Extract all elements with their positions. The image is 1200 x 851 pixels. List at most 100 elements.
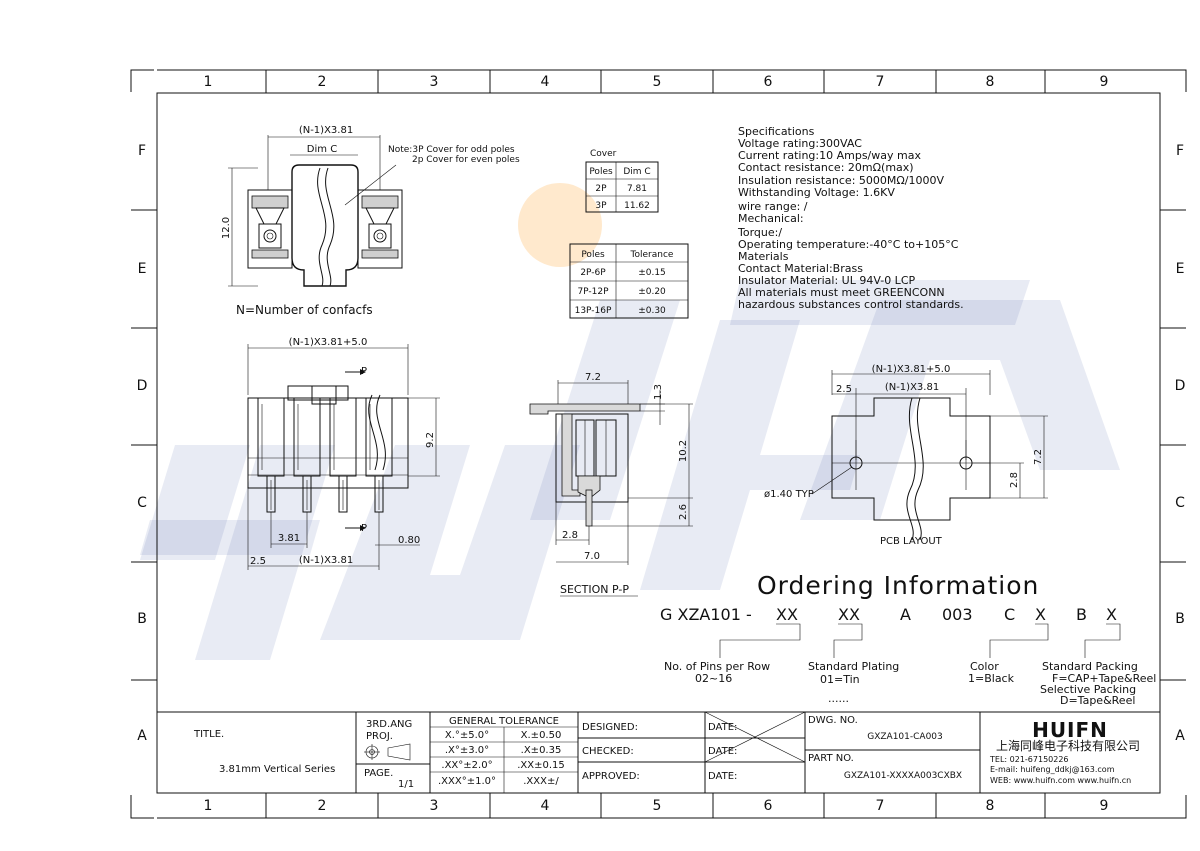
spec-line: Withstanding Voltage: 1.6KV <box>738 186 895 199</box>
order-code-b: B <box>1076 605 1087 624</box>
watermark-dot <box>518 183 602 267</box>
dim-width-top-label: 7.2 <box>585 372 601 383</box>
dim-pin-label: 2.6 <box>678 504 689 520</box>
spec-line: Materials <box>738 250 789 263</box>
col-label: 2 <box>318 798 327 814</box>
dim-offset-label: 2.8 <box>562 530 578 541</box>
col-label: 8 <box>986 798 995 814</box>
front-view: (N-1)X3.81+5.0 P P <box>247 337 440 570</box>
general-tolerance-header: GENERAL TOLERANCE <box>449 716 559 727</box>
col-label: 3 <box>430 74 439 90</box>
col-label: 4 <box>541 74 550 90</box>
col-label: 6 <box>764 798 773 814</box>
projection-symbol-icon <box>364 743 411 761</box>
spec-line: Contact Material:Brass <box>738 262 863 275</box>
section-view: 7.2 1.3 10.2 2.6 2.8 7.0 SECTION P-P <box>529 372 693 597</box>
ordering-title: Ordering Information <box>757 571 1039 600</box>
dim-width-bottom-label: 7.0 <box>584 551 600 562</box>
cover-note-line2: 2p Cover for even poles <box>412 155 520 165</box>
tol-cell: 13P-16P <box>575 306 612 316</box>
spec-line: Specifications <box>738 125 815 138</box>
row-label: A <box>1175 728 1185 744</box>
company-email: E-mail: huifeng_ddkj@163.com <box>990 765 1115 774</box>
tolerance-table: Poles Tolerance 2P-6P ±0.15 7P-12P ±0.20… <box>569 243 689 319</box>
cover-note-line1: Note:3P Cover for odd poles <box>388 145 515 155</box>
page-label: PAGE. <box>364 768 393 779</box>
selective-value: D=Tape&Reel <box>1060 694 1135 707</box>
pcb-caption: PCB LAYOUT <box>880 536 943 547</box>
row-label: D <box>137 378 148 394</box>
column-labels-bottom: 1 2 3 4 5 6 7 8 9 <box>204 798 1109 814</box>
tolerance-linear: X.±0.50 <box>521 730 562 741</box>
dim-pitch-label: 3.81 <box>278 533 300 544</box>
pcb-layout: (N-1)X3.81+5.0 2.5 (N-1)X3.81 7.2 2.8 ø1… <box>764 364 1048 547</box>
cover-cell: 11.62 <box>624 201 650 211</box>
col-label: 1 <box>204 74 213 90</box>
order-code-plating: XX <box>838 605 860 624</box>
cover-header-poles: Poles <box>589 167 613 177</box>
dim-pitch-label: (N-1)X3.81 <box>299 125 353 136</box>
page-value: 1/1 <box>398 779 414 790</box>
projection-line2: PROJ. <box>366 731 393 742</box>
col-label: 8 <box>986 74 995 90</box>
part-no-value: GXZA101-XXXXA003CXBX <box>844 771 962 781</box>
spec-line: Mechanical: <box>738 212 804 225</box>
order-code-color: X <box>1035 605 1046 624</box>
order-code-003: 003 <box>942 605 973 624</box>
col-label: 5 <box>653 74 662 90</box>
dim-span-label: (N-1)X3.81 <box>299 555 353 566</box>
tol-header-tolerance: Tolerance <box>630 250 674 260</box>
row-label: B <box>1175 611 1185 627</box>
dim-height-label: 12.0 <box>221 217 232 239</box>
dwg-no-label: DWG. NO. <box>808 715 858 726</box>
row-label: D <box>1175 378 1186 394</box>
col-label: 7 <box>876 798 885 814</box>
plating-value: 01=Tin <box>820 673 860 686</box>
dim-c-label: Dim C <box>307 144 337 155</box>
tol-cell: 7P-12P <box>577 287 609 297</box>
dim-height-label: 10.2 <box>678 440 689 462</box>
date-label: DATE: <box>708 746 737 757</box>
col-label: 5 <box>653 798 662 814</box>
dim-edge-label: 2.5 <box>250 556 266 567</box>
title-label: TITLE. <box>193 729 224 740</box>
order-code-a: A <box>900 605 911 624</box>
tolerance-angle: .XXX°±1.0° <box>438 776 496 787</box>
tol-cell: ±0.15 <box>638 268 666 278</box>
col-label: 4 <box>541 798 550 814</box>
approved-label: APPROVED: <box>582 771 640 782</box>
spec-line: Contact resistance: 20mΩ(max) <box>738 161 914 174</box>
designed-label: DESIGNED: <box>582 722 638 733</box>
order-code-prefix: G XZA101 - <box>660 605 752 624</box>
dim-edge-label: 2.5 <box>836 384 852 395</box>
part-no-label: PART NO. <box>808 753 854 764</box>
order-code-packing: X <box>1106 605 1117 624</box>
order-code-pins: XX <box>776 605 798 624</box>
dim-pin-label: 0.80 <box>398 535 420 546</box>
col-label: 7 <box>876 74 885 90</box>
cover-cell: 3P <box>595 201 607 211</box>
section-caption: SECTION P-P <box>560 583 629 596</box>
col-label: 1 <box>204 798 213 814</box>
tolerance-linear: .XX±0.15 <box>517 760 565 771</box>
spec-line: Torque:/ <box>737 226 782 239</box>
company-tel: TEL: 021-67150226 <box>989 755 1069 764</box>
row-labels-left: F E D C B A <box>137 143 148 744</box>
hole-label: ø1.40 TYP <box>764 489 814 500</box>
date-label: DATE: <box>708 771 737 782</box>
spec-line: wire range: / <box>738 200 808 213</box>
tolerance-angle: .X°±3.0° <box>445 745 489 756</box>
dim-height-label: 7.2 <box>1033 449 1044 465</box>
ordering-information: Ordering Information G XZA101 - XX XX A … <box>660 571 1156 707</box>
col-label: 3 <box>430 798 439 814</box>
company-logo: HUIFN <box>1032 718 1108 742</box>
col-label: 9 <box>1100 798 1109 814</box>
col-label: 6 <box>764 74 773 90</box>
row-label: B <box>137 611 147 627</box>
contacts-caption: N=Number of confacfs <box>236 303 373 317</box>
cover-header-dimc: Dim C <box>623 167 650 177</box>
title-value: 3.81mm Vertical Series <box>219 764 335 775</box>
dim-total-label: (N-1)X3.81+5.0 <box>289 337 368 348</box>
col-label: 9 <box>1100 74 1109 90</box>
